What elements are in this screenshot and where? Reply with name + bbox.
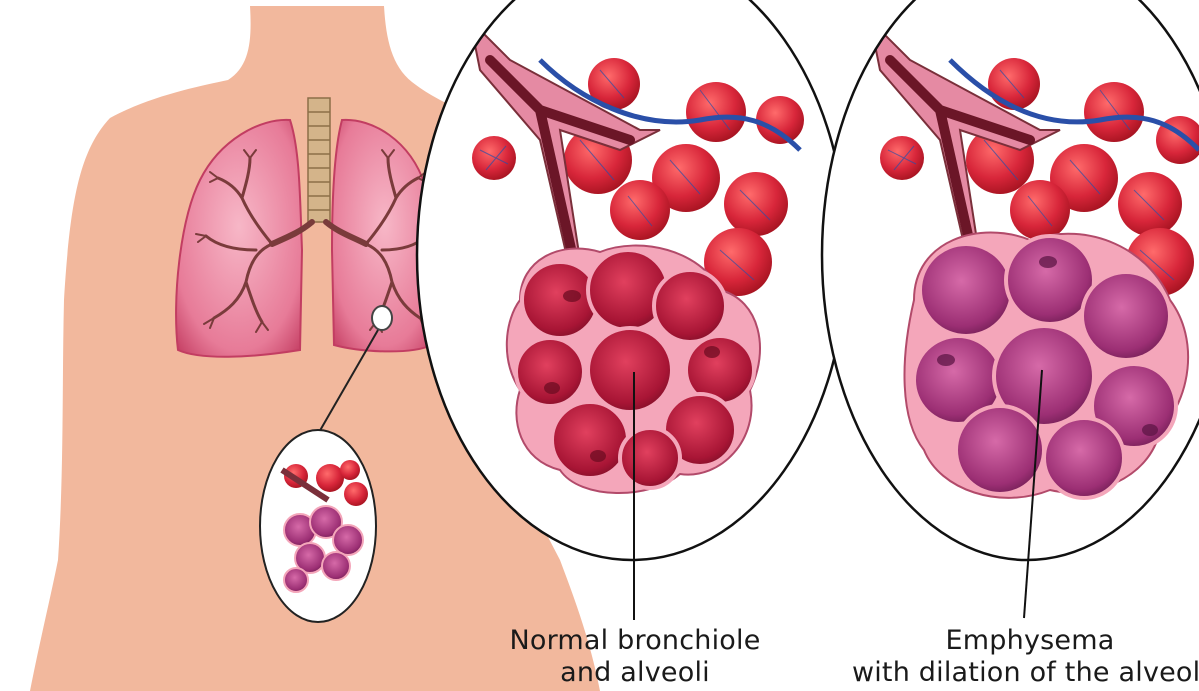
normal-caption-line1: Normal bronchiole [470,625,800,657]
trachea [308,98,330,222]
emphysema-caption-line1: Emphysema [830,625,1199,657]
magnified-spot [372,306,392,330]
normal-caption-line2: and alveoli [470,657,800,689]
emphysema-inset [822,0,1199,618]
normal-caption: Normal bronchiole and alveoli [470,625,800,689]
emphysema-caption-line2: with dilation of the alveoli [830,657,1199,689]
emphysema-caption: Emphysema with dilation of the alveoli [830,625,1199,689]
small-inset [260,430,376,622]
